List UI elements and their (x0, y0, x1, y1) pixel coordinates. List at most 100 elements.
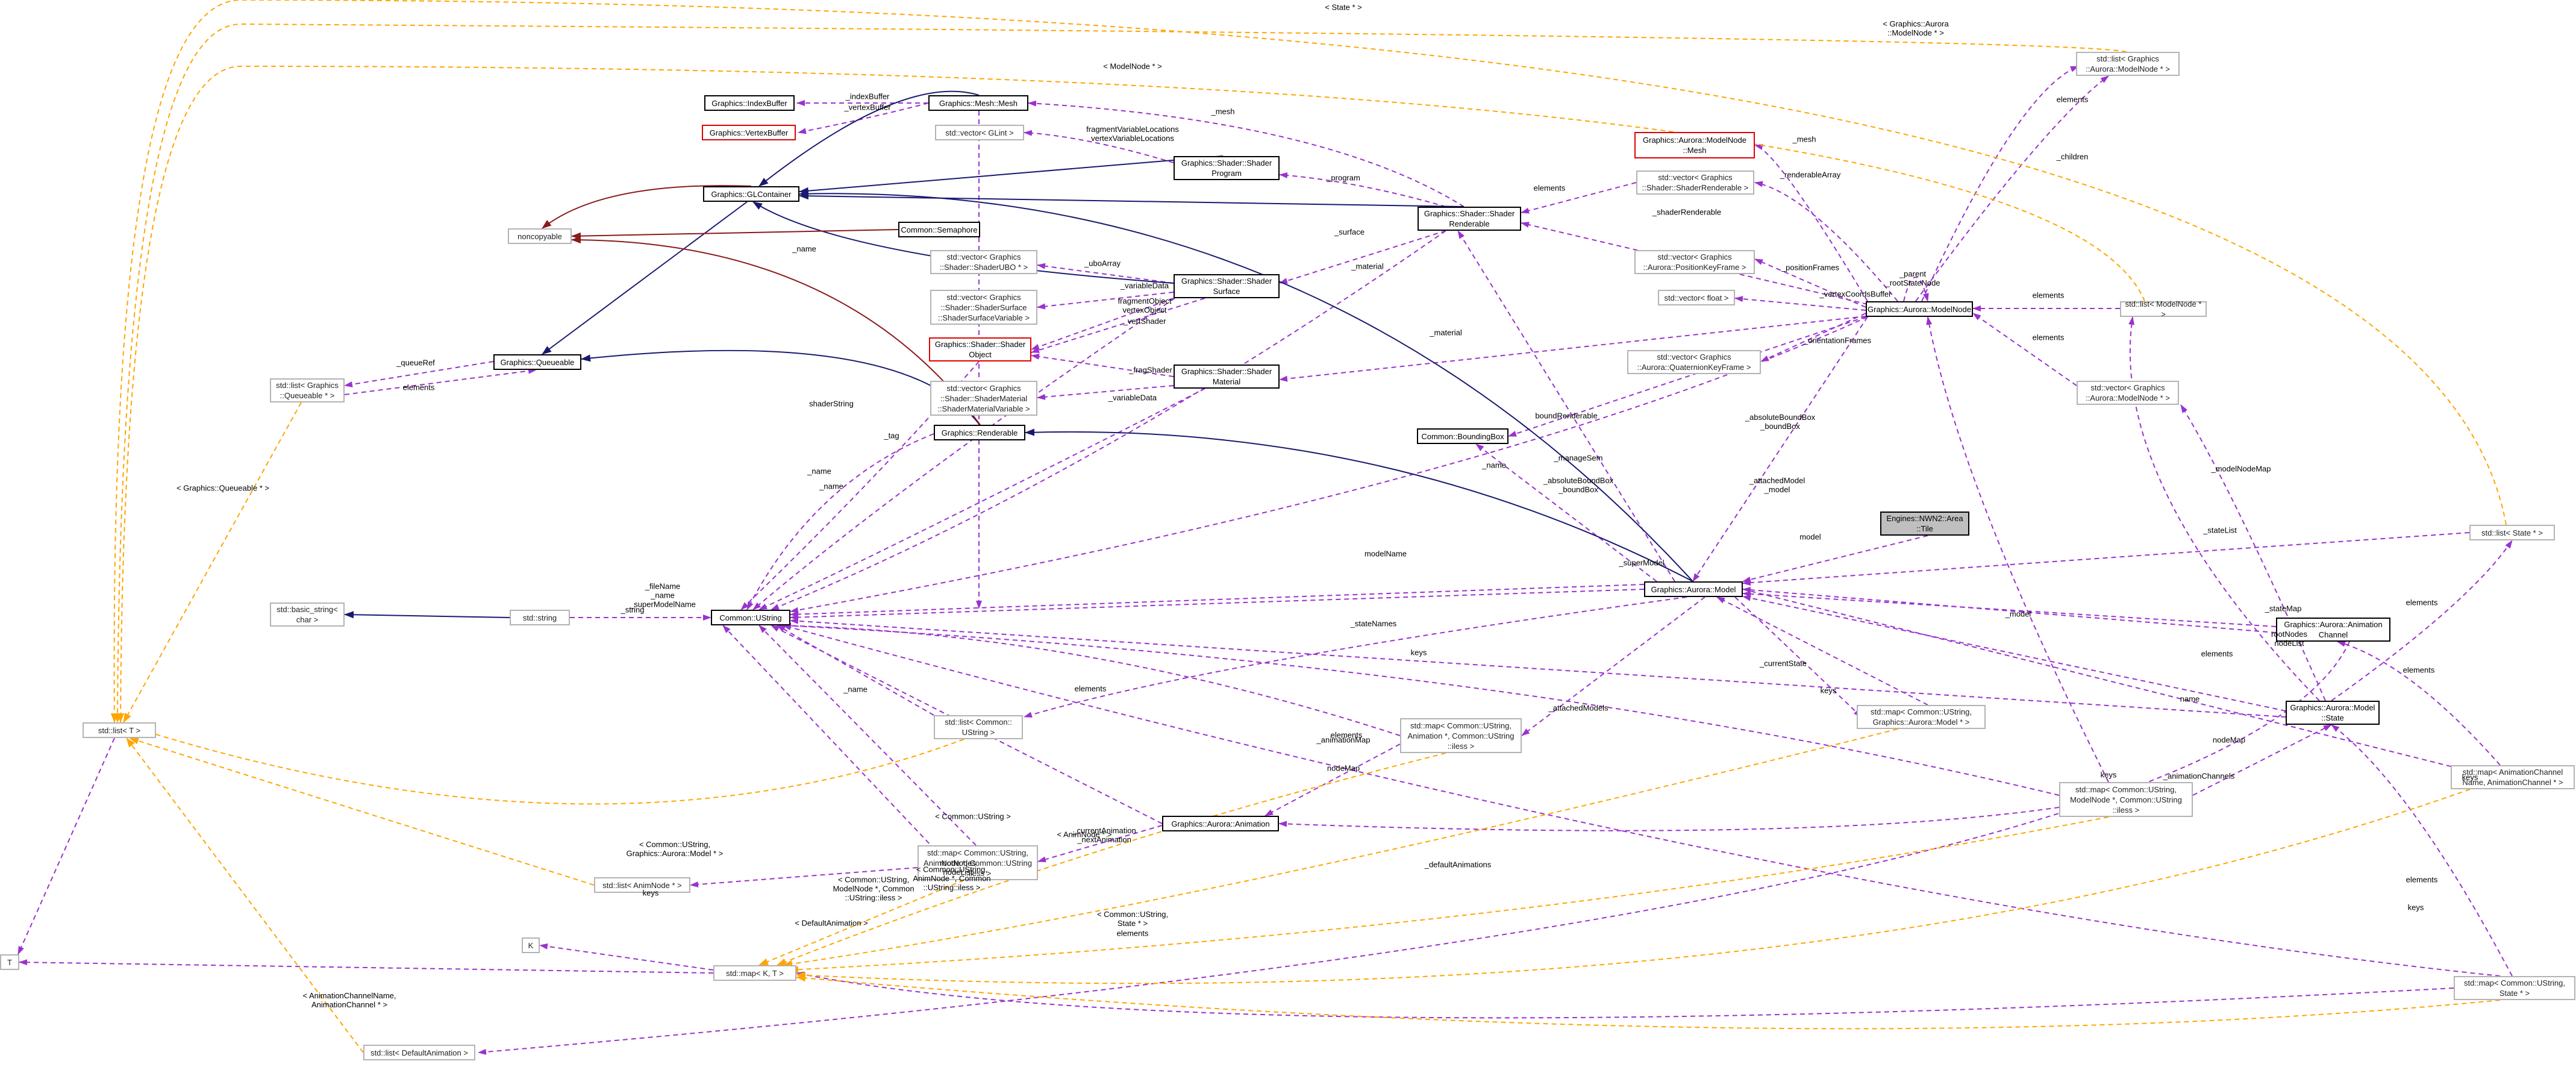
edge-label: name (2180, 694, 2200, 704)
class-node-t[interactable]: T (0, 954, 19, 970)
usage-edge (771, 230, 1446, 610)
class-node-animchannel[interactable]: Graphics::Aurora::Animation Channel (2276, 618, 2390, 642)
class-node-stdstring[interactable]: std::string (510, 610, 570, 625)
class-node-listmodelnodeptr[interactable]: std::list< ModelNode * > (2120, 299, 2207, 319)
edge-label: < AnimationChannelName, AnimationChannel… (302, 991, 396, 1009)
class-node-semaphore[interactable]: Common::Semaphore (898, 222, 980, 237)
class-node-model[interactable]: Graphics::Aurora::Model (1644, 581, 1743, 597)
class-node-listmodelnodetop[interactable]: std::list< Graphics ::Aurora::ModelNode … (2076, 52, 2180, 76)
edge-label: _name (792, 244, 816, 254)
class-node-modelstate[interactable]: Graphics::Aurora::Model ::State (2286, 701, 2380, 725)
usage-edge (783, 622, 2060, 796)
edge-label: _program (1327, 173, 1360, 183)
usage-edge (1279, 316, 1866, 382)
class-node-shadermaterial[interactable]: Graphics::Shader::Shader Material (1174, 365, 1280, 389)
edge-label: elements (2032, 333, 2065, 342)
class-node-animation[interactable]: Graphics::Aurora::Animation (1162, 816, 1279, 831)
usage-edge (777, 622, 1401, 736)
class-node-mapkt[interactable]: std::map< K, T > (713, 965, 796, 981)
usage-edge (746, 433, 934, 610)
usage-edge (790, 618, 2286, 718)
edge-label: < Graphics::Queueable * > (177, 483, 269, 493)
class-node-vecquatkey[interactable]: std::vector< Graphics ::Aurora::Quaterni… (1627, 350, 1761, 374)
edge-label: _material (1430, 328, 1462, 337)
class-node-vecsurfacevar[interactable]: std::vector< Graphics ::Shader::ShaderSu… (930, 290, 1037, 325)
edge-label: _parent _rootStateNode (1885, 269, 1940, 287)
usage-edge (1508, 316, 1866, 437)
usage-edge (1716, 596, 1928, 706)
edge-label: boundRenderable (1535, 411, 1598, 421)
class-node-vecfloat[interactable]: std::vector< float > (1658, 290, 1735, 305)
class-node-vecmaterialvar[interactable]: std::vector< Graphics ::Shader::ShaderMa… (930, 381, 1037, 416)
class-node-k[interactable]: K (522, 937, 540, 953)
class-node-vecubo[interactable]: std::vector< Graphics ::Shader::ShaderUB… (930, 250, 1037, 274)
edge-label: elements (2201, 649, 2233, 659)
usage-edge (1037, 825, 1163, 863)
class-node-meshmesh[interactable]: Graphics::Mesh::Mesh (928, 95, 1028, 111)
class-node-basicstring[interactable]: std::basic_string< char > (270, 602, 345, 627)
edge-label: keys (642, 888, 659, 898)
class-node-shaderrenderable[interactable]: Graphics::Shader::Shader Renderable (1418, 207, 1521, 231)
class-node-shadersurface[interactable]: Graphics::Shader::Shader Surface (1174, 274, 1280, 298)
class-node-boundingbox[interactable]: Common::BoundingBox (1417, 428, 1508, 444)
template-edge (117, 65, 2145, 723)
edge-label: _indexBuffer (845, 92, 890, 101)
class-node-listustring[interactable]: std::list< Common:: UString > (934, 715, 1023, 739)
usage-edge (1028, 100, 1465, 207)
class-node-modelnode[interactable]: Graphics::Aurora::ModelNode (1866, 301, 1973, 317)
usage-edge (1024, 596, 1687, 718)
usage-edge (1742, 587, 2277, 633)
class-node-vecglint[interactable]: std::vector< GLint > (935, 125, 1024, 140)
class-node-vecposkey[interactable]: std::vector< Graphics ::Aurora::Position… (1634, 250, 1755, 274)
inherit-edge (581, 349, 980, 425)
template-edge (783, 728, 1898, 968)
class-node-vertexbuffer[interactable]: Graphics::VertexBuffer (702, 125, 796, 140)
class-node-mapstate[interactable]: std::map< Common::UString, State * > (2454, 976, 2575, 1000)
class-node-listt[interactable]: std::list< T > (83, 722, 156, 738)
edge-label: elements (2056, 95, 2089, 104)
usage-edge (771, 625, 1163, 824)
inherit-edge (758, 90, 980, 187)
class-node-listdefaultanim[interactable]: std::list< DefaultAnimation > (363, 1045, 475, 1060)
edge-label: _variableData (1120, 281, 1169, 290)
usage-edge (1742, 589, 2471, 772)
edge-label: nodeMap (1327, 763, 1360, 773)
usage-edge (1024, 130, 1174, 163)
class-node-renderable[interactable]: Graphics::Renderable (934, 425, 1025, 440)
class-node-liststateptr[interactable]: std::list< State * > (2469, 525, 2555, 540)
edge-label: _animationMap (1316, 735, 1371, 745)
edge-label: elements (2402, 665, 2435, 675)
class-node-listqueueable[interactable]: std::list< Graphics ::Queueable * > (270, 378, 345, 402)
class-node-mapanimnode[interactable]: std::map< Common::UString, AnimNode *, C… (918, 845, 1038, 880)
edge-label: keys (2407, 903, 2424, 912)
class-node-glcontainer[interactable]: Graphics::GLContainer (703, 186, 799, 202)
class-node-listanimnode[interactable]: std::list< AnimNode * > (594, 877, 690, 893)
inherit-edge (799, 190, 1693, 582)
usage-edge (1037, 292, 1174, 310)
class-node-areatile[interactable]: Engines::NWN2::Area ::Tile (1880, 512, 1969, 536)
template-edge (129, 737, 595, 886)
class-node-queueable[interactable]: Graphics::Queueable (493, 354, 581, 370)
class-node-mapanimation[interactable]: std::map< Common::UString, Animation *, … (1400, 718, 1522, 753)
edge-label: _renderableArray (1780, 170, 1841, 180)
class-node-shaderobject[interactable]: Graphics::Shader::Shader Object (929, 337, 1031, 361)
class-node-vecshaderrenderable[interactable]: std::vector< Graphics ::Shader::ShaderRe… (1636, 171, 1754, 195)
edge-label: keys (1820, 686, 1837, 695)
class-node-modelnodemesh[interactable]: Graphics::Aurora::ModelNode ::Mesh (1634, 132, 1755, 158)
class-node-ustring[interactable]: Common::UString (711, 610, 790, 625)
inherit-edge (1025, 428, 1693, 582)
class-node-indexbuffer[interactable]: Graphics::IndexBuffer (704, 95, 795, 111)
usage-edge (539, 943, 714, 971)
template-edge (796, 974, 2501, 1030)
class-node-shaderprogram[interactable]: Graphics::Shader::Shader Program (1174, 156, 1280, 180)
usage-edge (758, 388, 1205, 610)
edge-label: fragmentVariableLocations vertexVariable… (1086, 125, 1179, 143)
class-node-noncopyable[interactable]: noncopyable (508, 228, 572, 244)
class-node-mapmodelnode[interactable]: std::map< Common::UString, ModelNode *, … (2059, 782, 2193, 817)
class-node-mapmodel[interactable]: std::map< Common::UString, Graphics::Aur… (1857, 705, 1986, 729)
class-node-mapanimchannel[interactable]: std::map< AnimationChannel Name, Animati… (2451, 765, 2575, 789)
edge-label: _model (2005, 609, 2031, 619)
edge-label: _animationChannels (2163, 771, 2235, 781)
class-node-vecmodelnode[interactable]: std::vector< Graphics ::Aurora::ModelNod… (2077, 381, 2179, 405)
edge-label: _fragShader (1129, 365, 1172, 375)
